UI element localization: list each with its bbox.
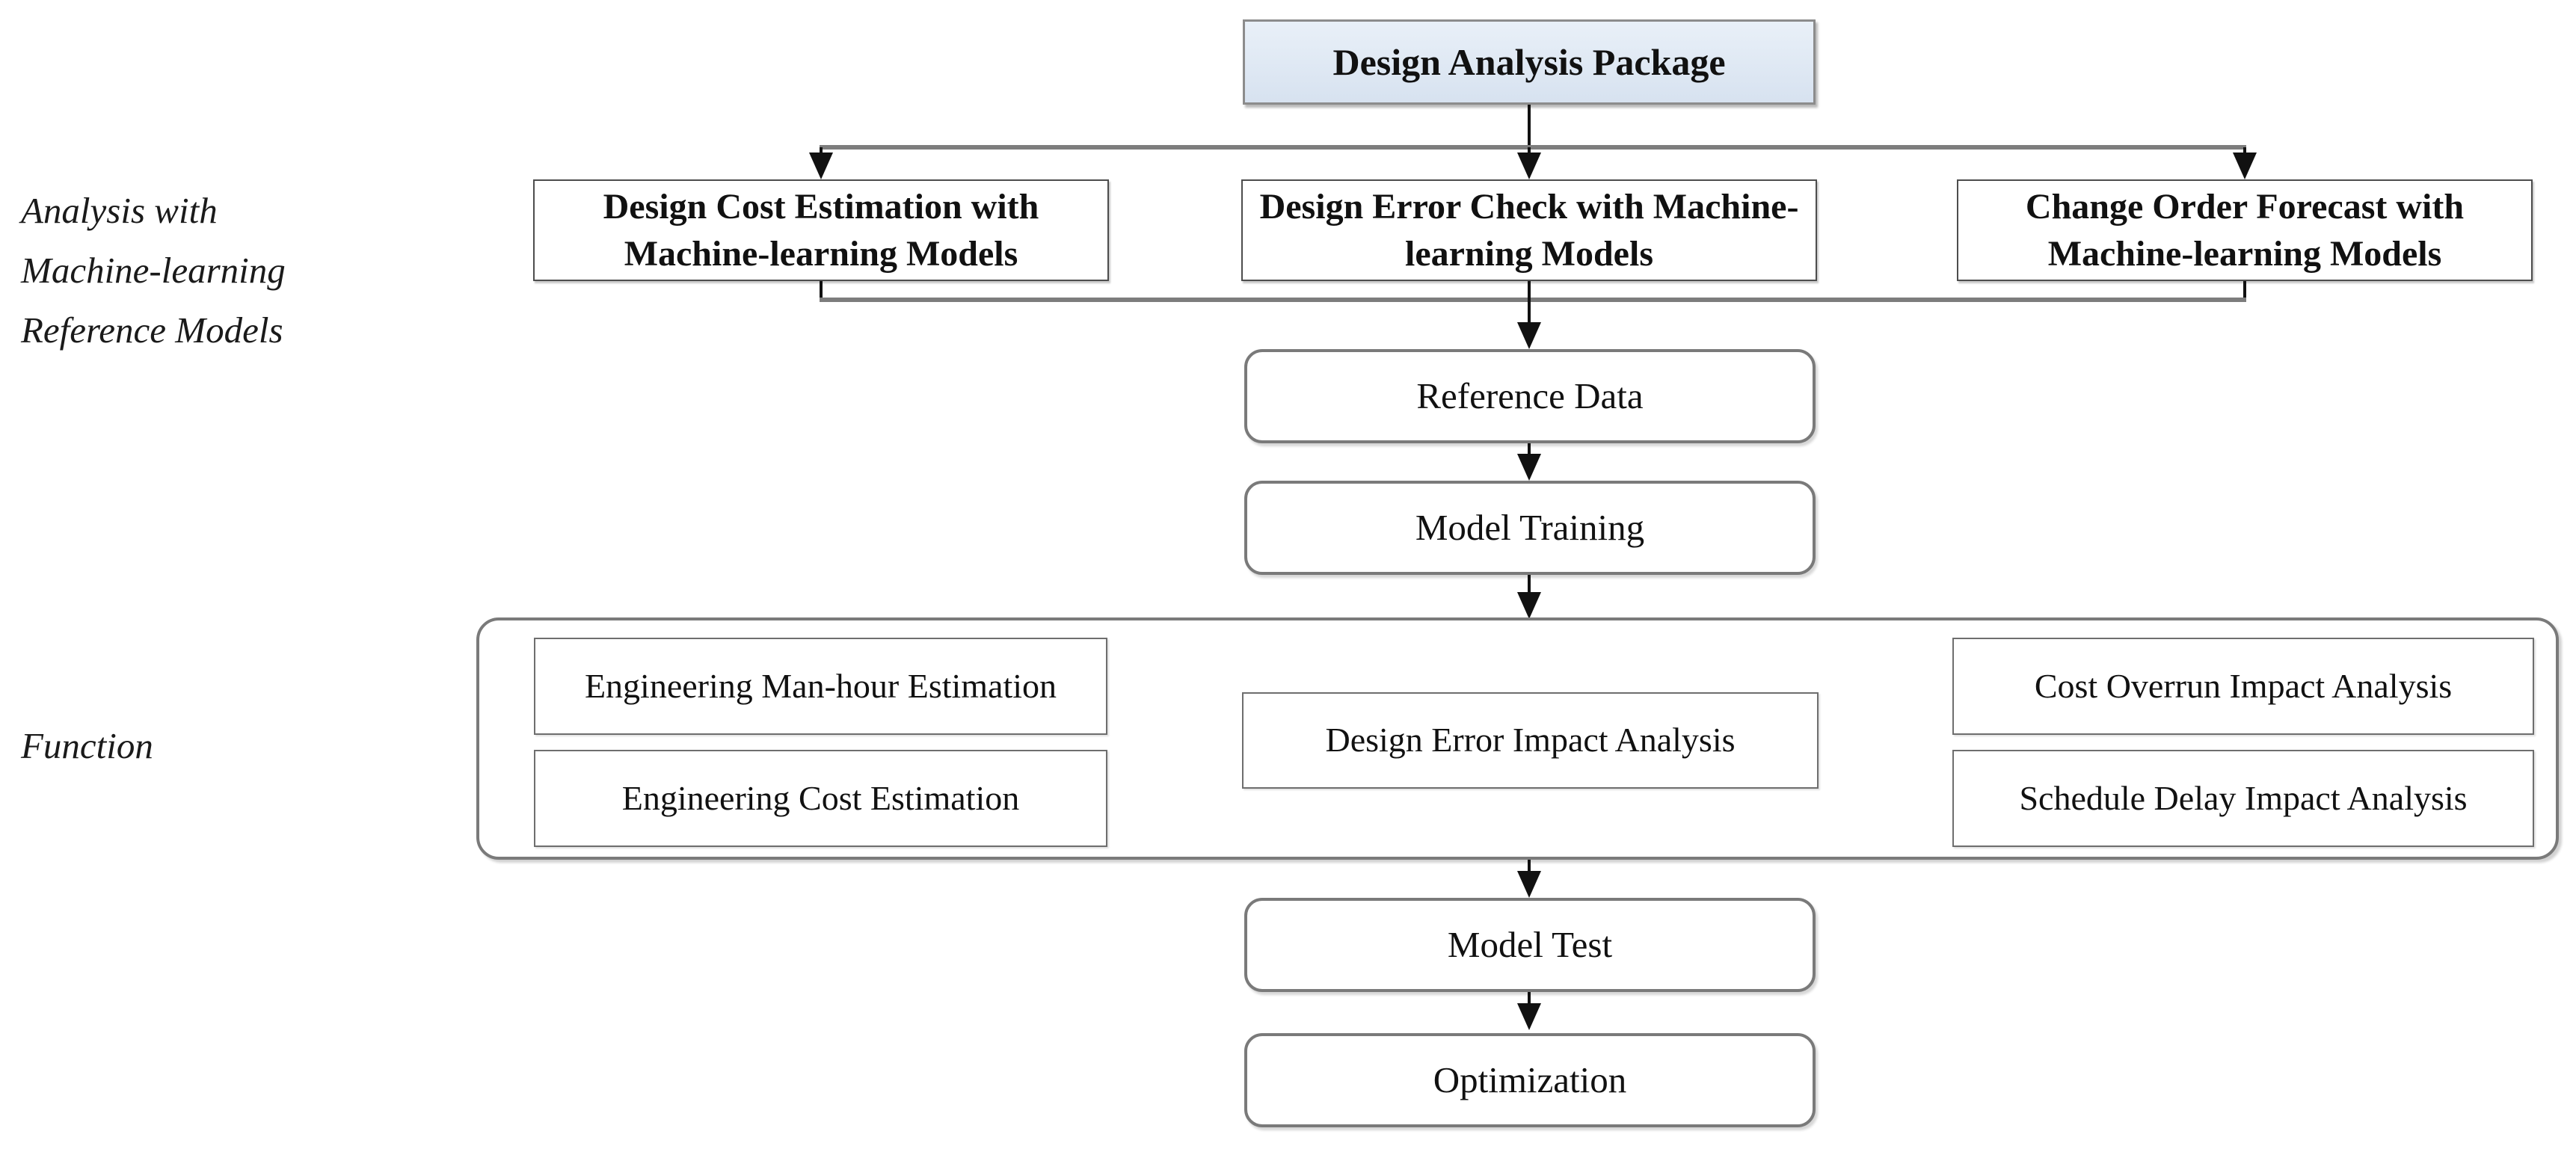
connector-merge-right [2243, 281, 2246, 301]
arrow-down-icon [1517, 871, 1541, 898]
arrow-down-icon [809, 153, 833, 179]
side-label-analysis: Analysis with Machine-learning Reference… [21, 190, 286, 351]
connector-branch-line-top [820, 145, 2246, 150]
node-engineering-manhour-estimation: Engineering Man-hour Estimation [534, 638, 1107, 735]
side-label-function: Function [21, 725, 153, 766]
arrow-down-icon [1517, 322, 1541, 349]
connector-refdata-training [1528, 443, 1531, 460]
node-model-test: Model Test [1244, 898, 1816, 992]
arrow-down-icon [2233, 153, 2257, 179]
connector-merge-line [820, 298, 2246, 302]
node-design-error-impact-analysis: Design Error Impact Analysis [1242, 692, 1819, 789]
arrow-down-icon [1517, 592, 1541, 619]
node-design-analysis-package: Design Analysis Package [1243, 19, 1816, 105]
connector-merge-left [820, 281, 823, 301]
node-model-training: Model Training [1244, 481, 1816, 575]
node-design-error-check: Design Error Check with Machine-learning… [1241, 179, 1817, 281]
arrow-down-icon [1517, 1003, 1541, 1030]
node-optimization: Optimization [1244, 1033, 1816, 1127]
node-engineering-cost-estimation: Engineering Cost Estimation [534, 750, 1107, 847]
connector-package-drop [1528, 105, 1531, 147]
arrow-down-icon [1517, 153, 1541, 179]
node-schedule-delay-impact-analysis: Schedule Delay Impact Analysis [1952, 750, 2534, 847]
node-design-cost-estimation: Design Cost Estimation with Machine-lear… [533, 179, 1109, 281]
connector-test-optimization [1528, 992, 1531, 1010]
node-reference-data: Reference Data [1244, 349, 1816, 443]
node-cost-overrun-impact-analysis: Cost Overrun Impact Analysis [1952, 638, 2534, 735]
node-change-order-forecast: Change Order Forecast with Machine-learn… [1957, 179, 2533, 281]
arrow-down-icon [1517, 454, 1541, 481]
connector-functions-test [1528, 860, 1531, 878]
connector-training-functions [1528, 575, 1531, 599]
connector-merge-mid [1528, 281, 1531, 326]
